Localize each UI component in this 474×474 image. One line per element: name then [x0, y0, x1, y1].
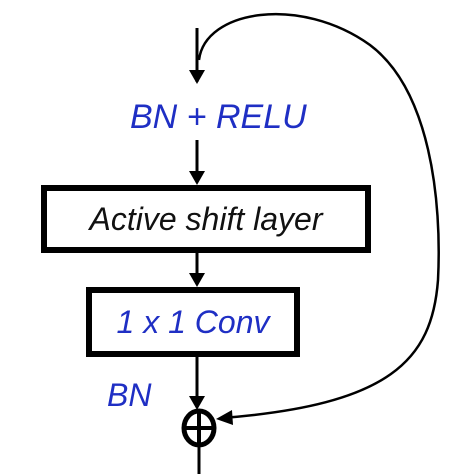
- arrowhead-icon: [216, 410, 233, 425]
- active-shift-layer-label: Active shift layer: [89, 201, 323, 237]
- circled-plus-icon: [181, 408, 217, 448]
- arrowhead-icon: [189, 171, 205, 185]
- arrowhead-icon: [189, 273, 205, 287]
- conv-label: 1 x 1 Conv: [116, 304, 270, 340]
- skip-connection-curve: [197, 12, 440, 420]
- arrowhead-icon: [189, 396, 205, 410]
- arrowhead-icon: [189, 70, 205, 84]
- bn-relu-label: BN + RELU: [130, 98, 307, 136]
- conv-box: 1 x 1 Conv: [86, 287, 300, 357]
- active-shift-layer-box: Active shift layer: [41, 185, 371, 253]
- bn-label: BN: [107, 377, 152, 413]
